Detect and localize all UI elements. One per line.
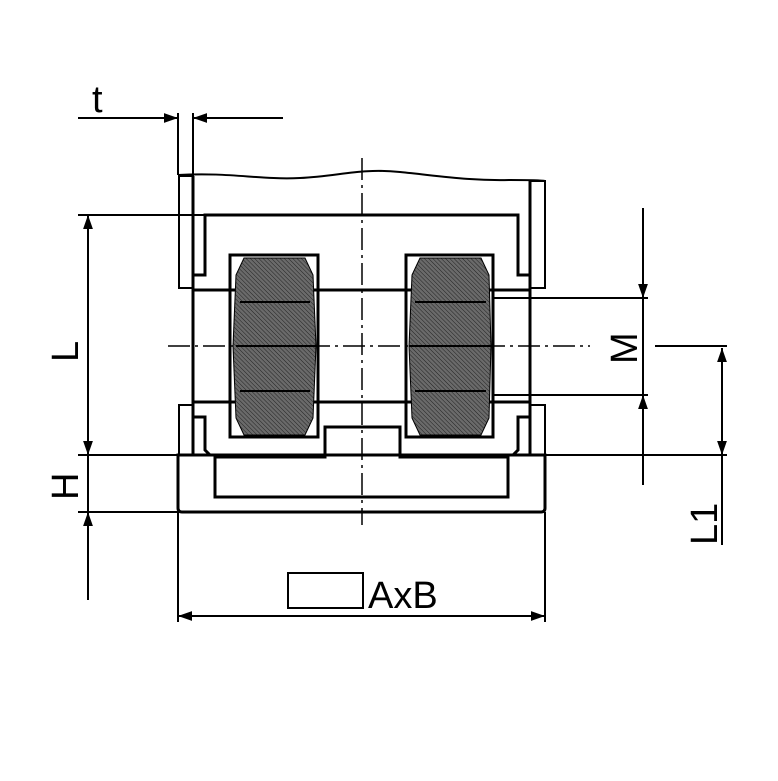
label-H: H — [45, 473, 87, 500]
dimension-t: t — [78, 79, 283, 175]
tube-wall-right — [529, 180, 546, 456]
base-plate — [176, 453, 547, 514]
label-L: L — [45, 341, 87, 362]
break-line — [177, 169, 546, 182]
dimension-L1: L1 — [545, 348, 727, 545]
dimension-L: L — [45, 214, 205, 513]
dimension-M: M — [493, 208, 648, 485]
dimension-H: H — [45, 455, 93, 600]
dimension-AxB: AxB — [177, 512, 546, 622]
label-AxB: AxB — [368, 575, 438, 617]
tube-wall-left — [178, 175, 194, 456]
label-t: t — [92, 79, 103, 121]
rectangle-section-symbol — [287, 572, 364, 609]
label-M: M — [604, 332, 646, 364]
base-slot — [213, 425, 510, 499]
label-L1: L1 — [684, 503, 726, 545]
